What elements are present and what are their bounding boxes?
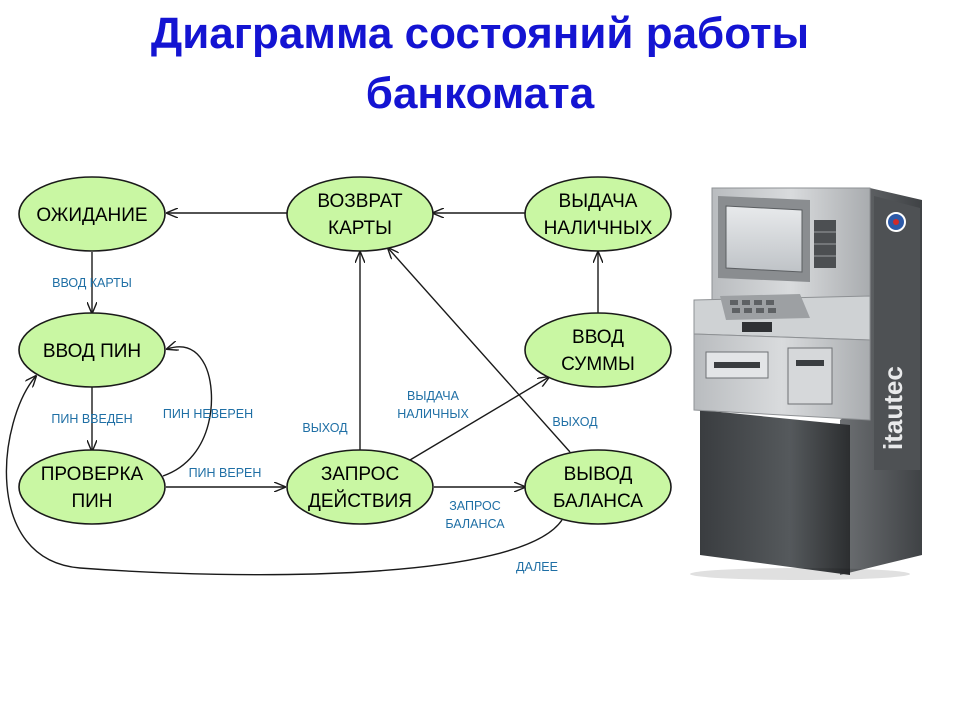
state-amount-input-label-2: СУММЫ: [561, 354, 635, 375]
edges: [5, 213, 598, 576]
state-balance-output-label-2: БАЛАНСА: [553, 491, 643, 512]
state-waiting: ОЖИДАНИЕ: [18, 176, 166, 252]
title-line-1: Диаграмма состояний работы: [150, 9, 810, 58]
nodes: ОЖИДАНИЕ ВОЗВРАТ КАРТЫ ВЫДАЧА НАЛИЧНЫХ В…: [18, 176, 672, 525]
edge-label-cash-request-1: ВЫДАЧА: [407, 389, 460, 403]
state-amount-input-label-1: ВВОД: [572, 327, 624, 348]
atm-brand-text: itautec: [878, 366, 908, 450]
state-cash-out-label-1: ВЫДАЧА: [559, 191, 638, 212]
state-action-request-label-1: ЗАПРОС: [321, 464, 399, 485]
state-pin-check-label-1: ПРОВЕРКА: [41, 464, 144, 485]
state-amount-input: ВВОД СУММЫ: [524, 312, 672, 388]
state-balance-output-label-1: ВЫВОД: [564, 464, 633, 485]
edge-label-cash-request-2: НАЛИЧНЫХ: [397, 407, 469, 421]
edge-label-exit-action: ВЫХОД: [302, 421, 348, 435]
state-card-return-label-1: ВОЗВРАТ: [317, 191, 403, 212]
state-cash-out-label-2: НАЛИЧНЫХ: [544, 218, 653, 239]
state-card-return: ВОЗВРАТ КАРТЫ: [286, 176, 434, 252]
arrow-balance-output-to-card-return: [388, 248, 571, 453]
edge-label-pin-entered: ПИН ВВЕДЕН: [51, 412, 132, 426]
state-balance-output: ВЫВОД БАЛАНСА: [524, 449, 672, 525]
edge-label-exit-balance: ВЫХОД: [552, 415, 598, 429]
arrow-balance-output-to-pin-input: [5, 376, 563, 576]
edge-label-next: ДАЛЕЕ: [516, 560, 558, 574]
state-waiting-label: ОЖИДАНИЕ: [36, 205, 147, 226]
state-pin-input: ВВОД ПИН: [18, 312, 166, 388]
arrow-action-request-to-amount-input: [409, 377, 549, 461]
state-action-request: ЗАПРОС ДЕЙСТВИЯ: [286, 449, 434, 525]
state-pin-check: ПРОВЕРКА ПИН: [18, 449, 166, 525]
state-pin-input-label: ВВОД ПИН: [43, 341, 141, 362]
edge-label-card-input: ВВОД КАРТЫ: [52, 276, 132, 290]
edge-labels: ВВОД КАРТЫ ПИН ВВЕДЕН ПИН НЕВЕРЕН ПИН ВЕ…: [51, 276, 598, 574]
arrow-pin-check-to-pin-input: [162, 347, 213, 477]
edge-label-pin-wrong: ПИН НЕВЕРЕН: [163, 407, 253, 421]
state-card-return-label-2: КАРТЫ: [328, 218, 392, 239]
edge-label-pin-correct: ПИН ВЕРЕН: [189, 466, 262, 480]
state-cash-out: ВЫДАЧА НАЛИЧНЫХ: [524, 176, 672, 252]
state-pin-check-label-2: ПИН: [71, 491, 112, 512]
atm-illustration: itautec: [690, 187, 922, 580]
slide-title: Диаграмма состояний работы банкомата: [0, 4, 960, 124]
title-line-2: банкомата: [365, 69, 595, 118]
edge-label-balance-request-1: ЗАПРОС: [449, 499, 501, 513]
edge-label-balance-request-2: БАЛАНСА: [445, 517, 505, 531]
state-action-request-label-2: ДЕЙСТВИЯ: [308, 490, 412, 512]
